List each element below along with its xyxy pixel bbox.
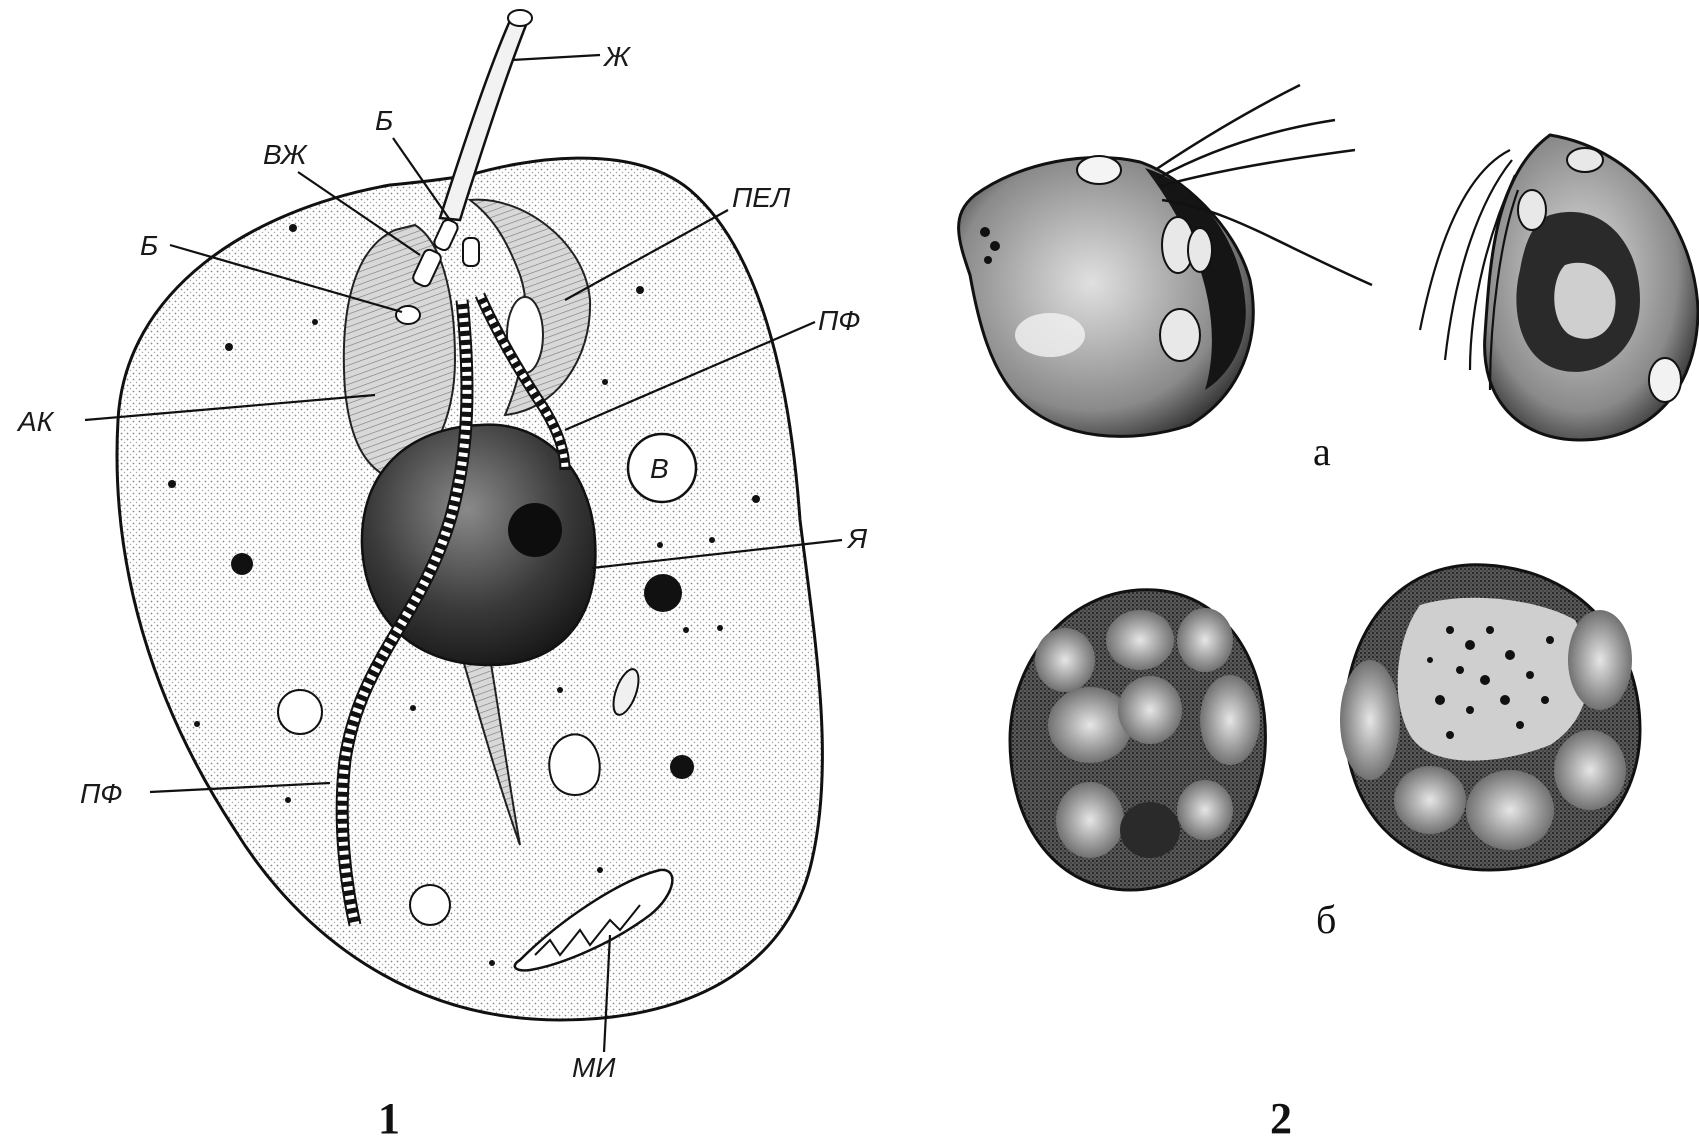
label-ak: АК (16, 406, 55, 437)
vacuole (549, 734, 599, 795)
label-ya: Я (846, 523, 868, 554)
basal-body (463, 238, 479, 266)
label-pf-left: ПФ (80, 778, 123, 809)
nucleolus (508, 503, 562, 557)
figure-number-1: 1 (378, 1094, 400, 1143)
label-v: В (650, 453, 669, 484)
label-vzh: ВЖ (263, 139, 309, 170)
label-b-left: Б (140, 230, 158, 261)
cyst-right (1340, 565, 1640, 870)
figure-number-2: 2 (1270, 1094, 1292, 1143)
label-b-top: Б (375, 105, 393, 136)
cell-diagram-1: Ж Б ВЖ ПЕЛ Б ПФ АК В Я ПФ МИ 1 (16, 10, 868, 1143)
sublabel-a: а (1313, 429, 1331, 474)
label-pel: ПЕЛ (732, 182, 791, 213)
cell-diagram-2: а (959, 85, 1698, 1143)
label-pf-right: ПФ (818, 305, 861, 336)
granule (644, 574, 682, 612)
leader-line (512, 55, 600, 60)
granule (670, 755, 694, 779)
granule (231, 553, 253, 575)
vacuole (278, 690, 322, 734)
label-mi: МИ (572, 1052, 616, 1083)
cyst-left (1010, 590, 1265, 890)
vacuole (410, 885, 450, 925)
flagellum-tube-tip (508, 10, 532, 26)
label-zh: Ж (602, 41, 632, 72)
trophozoite-left (959, 85, 1372, 436)
trophozoite-right (1420, 135, 1698, 440)
basal-body (396, 306, 420, 324)
sublabel-b: б (1316, 897, 1336, 942)
